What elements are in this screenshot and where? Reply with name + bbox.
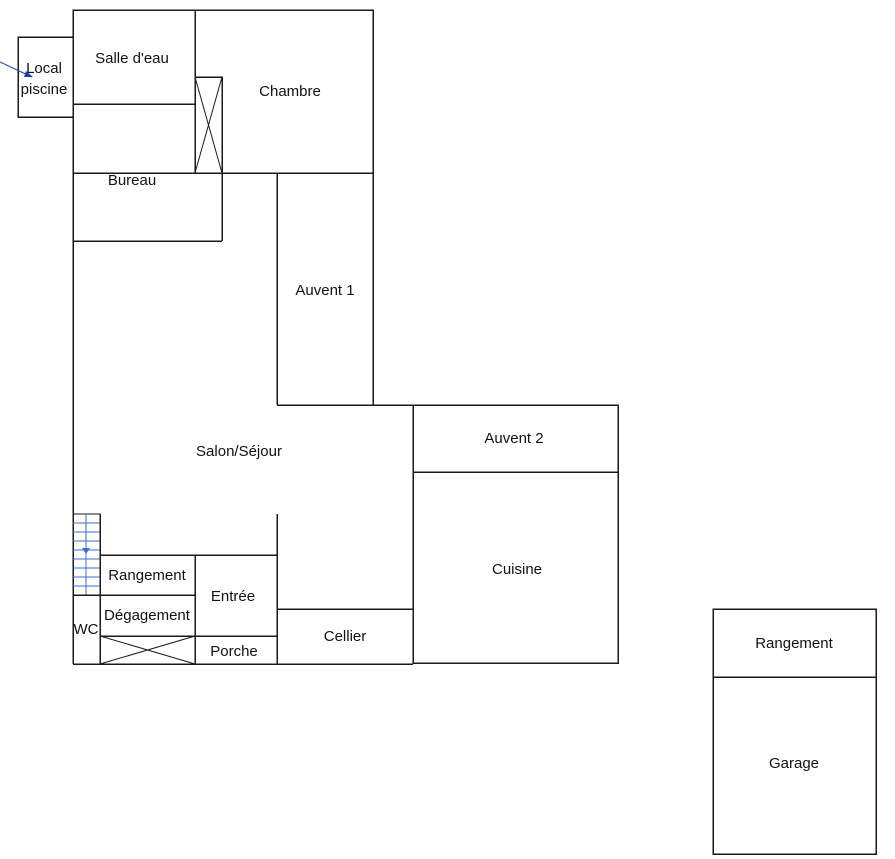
label-cuisine: Cuisine: [492, 561, 542, 578]
label-auvent-1: Auvent 1: [295, 282, 354, 299]
upper-block-walls: [72, 9, 374, 242]
local-piscine: [0, 36, 74, 118]
label-rangement-2: Rangement: [755, 635, 833, 652]
label-cellier: Cellier: [324, 628, 367, 645]
closet-diagonal-2: [194, 76, 223, 174]
closet-crossed: [194, 76, 223, 174]
stairs: [72, 513, 101, 596]
entry-zone-walls: [73, 514, 277, 665]
label-local-piscine-2: piscine: [21, 81, 68, 98]
label-wc: WC: [74, 621, 99, 638]
label-rangement-1: Rangement: [108, 567, 186, 584]
label-garage: Garage: [769, 755, 819, 772]
kitchen-block-walls: [412, 404, 619, 664]
closet-box: [194, 76, 223, 174]
label-bureau: Bureau: [108, 172, 156, 189]
upper-block-outline: [72, 9, 374, 174]
label-salon-sejour: Salon/Séjour: [196, 443, 282, 460]
pointer-arrow-head: [24, 71, 33, 77]
stairs-direction-arrow: [82, 548, 90, 554]
label-entree: Entrée: [211, 588, 255, 605]
label-chambre: Chambre: [259, 83, 321, 100]
label-local-piscine-1: Local: [26, 60, 62, 77]
label-porche: Porche: [210, 643, 258, 660]
label-degagement: Dégagement: [104, 607, 191, 624]
local-piscine-box: [17, 36, 74, 118]
void-diagonal-2: [99, 635, 196, 665]
garage-block-outline: [712, 608, 877, 855]
label-salle-deau: Salle d'eau: [95, 50, 169, 67]
label-auvent-2: Auvent 2: [484, 430, 543, 447]
garage-block-walls: [712, 608, 877, 855]
room-labels: Local piscine Salle d'eau Chambre Bureau…: [21, 50, 834, 772]
kitchen-block-outline: [412, 404, 619, 664]
